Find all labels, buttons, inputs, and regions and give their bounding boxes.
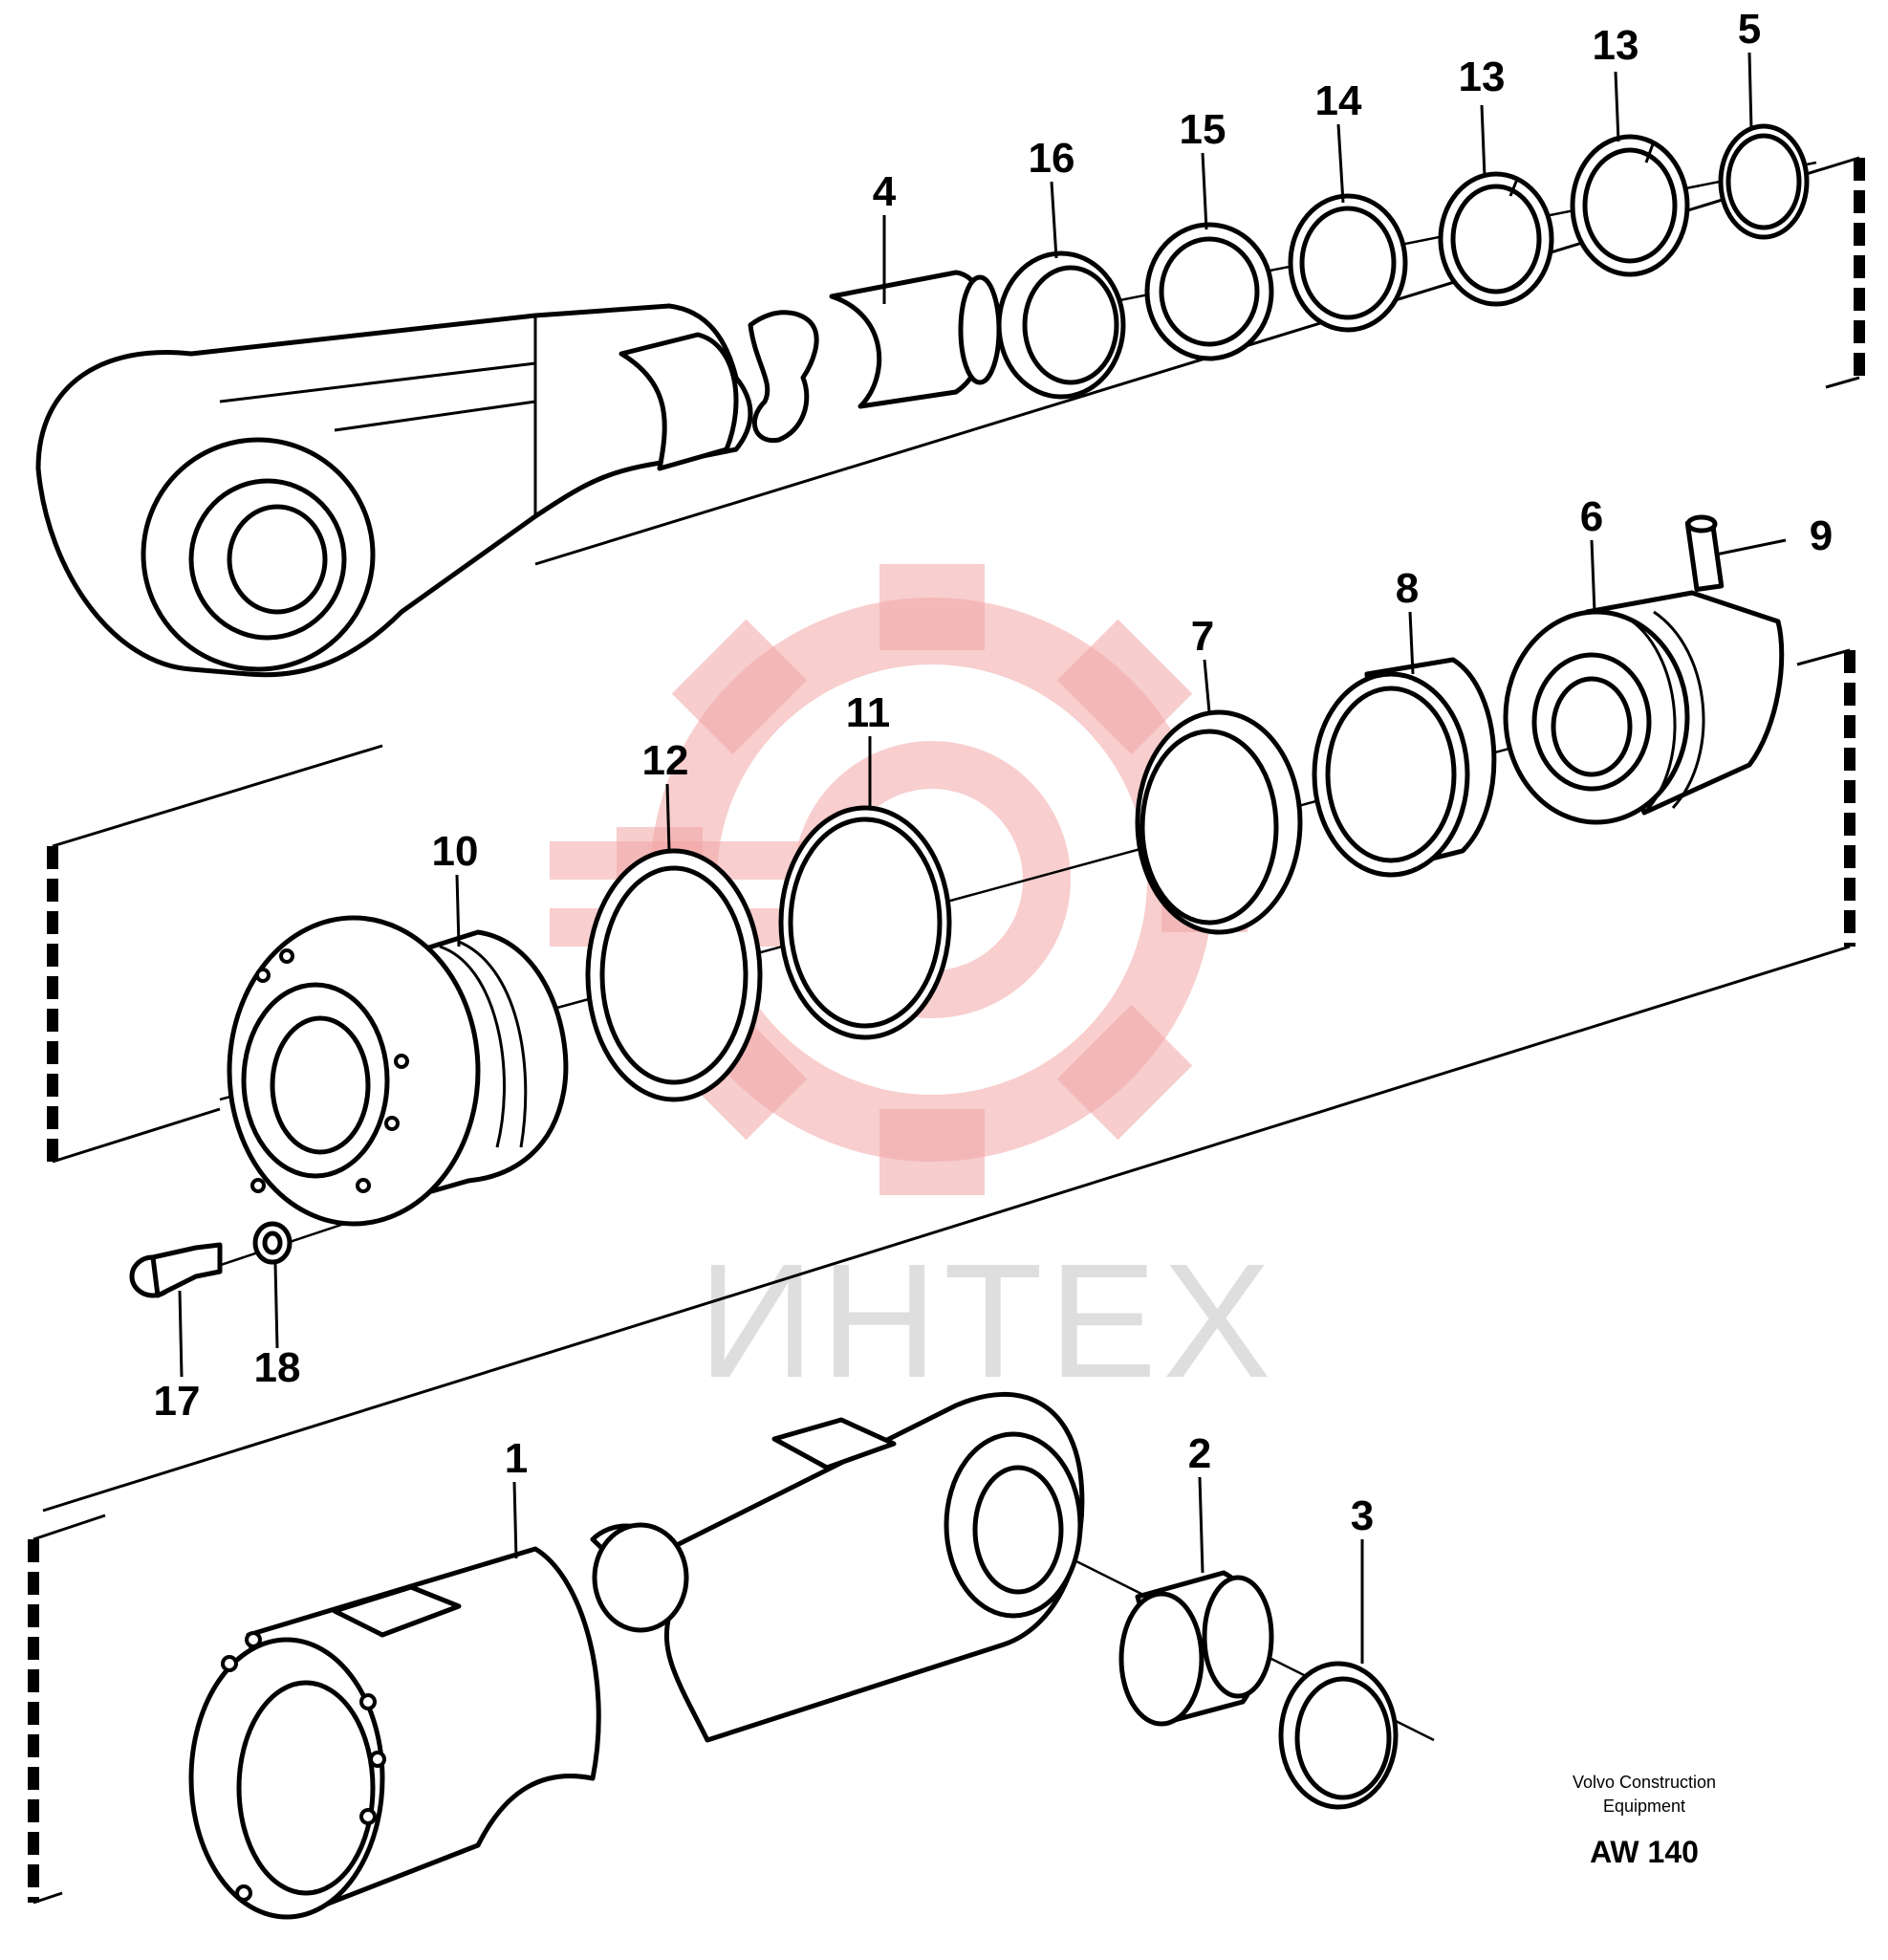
piston-part-10 <box>227 915 569 1227</box>
ring-part-14 <box>1288 193 1408 333</box>
seal-part-3 <box>1278 1661 1399 1810</box>
callout-5: 5 <box>1738 6 1761 53</box>
callout-2: 2 <box>1188 1430 1211 1477</box>
cylinder-barrel-part-1 <box>188 1391 1085 1920</box>
callout-14: 14 <box>1315 77 1362 124</box>
callout-11: 11 <box>846 689 891 736</box>
seal-part-12 <box>585 848 763 1102</box>
callout-13-first: 13 <box>1459 54 1506 100</box>
seal-part-15 <box>1144 222 1274 361</box>
caption-line-1: Volvo Construction <box>1573 1773 1716 1792</box>
callout-13-second: 13 <box>1593 22 1639 69</box>
seal-part-7 <box>1135 709 1303 935</box>
bearing-part-2 <box>1118 1570 1274 1727</box>
caption-line-2: Equipment <box>1603 1797 1685 1816</box>
callout-18: 18 <box>254 1344 301 1391</box>
guide-ring-part-13a <box>1438 171 1554 307</box>
callout-1: 1 <box>505 1435 528 1482</box>
callout-17: 17 <box>154 1378 201 1425</box>
guide-ring-part-13b <box>1570 134 1690 277</box>
callout-7: 7 <box>1191 613 1214 660</box>
callout-8: 8 <box>1396 565 1419 612</box>
retaining-ring-part-5 <box>1718 123 1810 240</box>
callouts: 4 16 15 14 13 13 5 6 9 8 7 11 12 10 17 1… <box>154 6 1834 1539</box>
callout-12: 12 <box>642 737 689 784</box>
seal-part-16 <box>996 250 1126 400</box>
group-frame-bottom <box>28 1514 106 1905</box>
callout-9: 9 <box>1810 512 1833 559</box>
callout-15: 15 <box>1180 106 1226 153</box>
callout-4: 4 <box>873 168 897 215</box>
figure-caption: Volvo Construction Equipment AW 140 <box>1573 1773 1716 1869</box>
grease-nipple-part-9 <box>1684 514 1725 592</box>
callout-3: 3 <box>1351 1492 1374 1539</box>
group-frame-middle <box>42 648 1855 1513</box>
cylinder-head-part-6 <box>1503 590 1785 825</box>
washer-part-18 <box>252 1221 293 1265</box>
figure-code: AW 140 <box>1590 1835 1699 1869</box>
callout-10: 10 <box>432 828 479 875</box>
callout-6: 6 <box>1580 493 1603 540</box>
screw-part-17 <box>129 1242 223 1298</box>
callout-16: 16 <box>1029 135 1075 182</box>
bushing-part-8 <box>1312 657 1497 878</box>
piston-rod-part-4 <box>35 270 1002 678</box>
ring-part-11 <box>778 805 952 1040</box>
watermark-text: ИНТЕХ <box>698 1230 1277 1412</box>
leader-lines <box>178 52 1787 1664</box>
